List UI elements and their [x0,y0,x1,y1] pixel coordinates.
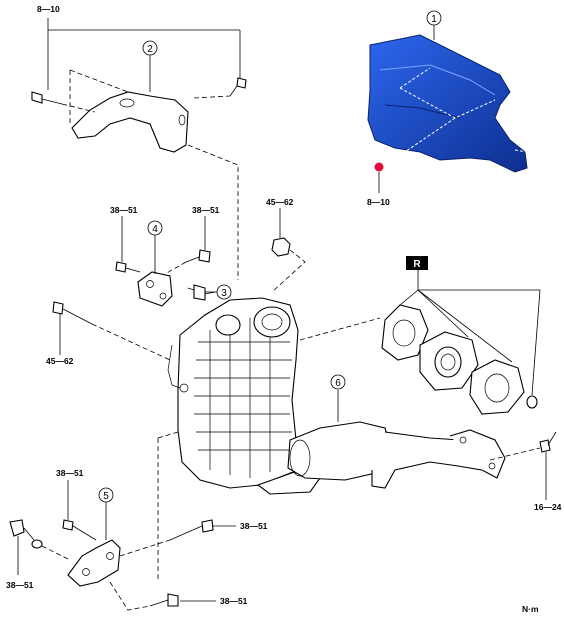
gasket-ring-icon [526,395,538,409]
svg-text:2: 2 [147,44,153,55]
svg-text:R: R [413,259,421,270]
heat-shield-bracket [71,91,189,153]
gasket-2 [419,331,479,391]
catalytic-converter [167,297,321,495]
torque-stud-right: 38—51 [192,205,220,215]
heat-shield-upper [367,34,528,173]
gasket-3 [469,359,525,415]
callout-4: 4 [147,220,163,274]
svg-text:4: 4 [152,224,158,235]
bottom-left-stud-icon [9,519,43,549]
bolt-left-icon [31,91,63,105]
stud-right-icon [185,249,211,263]
bracket-bolt-icon [62,519,97,541]
torque-long-bracket-bolt: 38—51 [240,521,268,531]
torque-stud-left: 38—51 [110,205,138,215]
torque-top-left: 8—10 [37,4,60,14]
torque-bottom-bolt: 38—51 [220,596,248,606]
torque-bracket-bolt: 38—51 [56,468,84,478]
torque-long-bolt: 45—62 [46,356,74,366]
svg-text:5: 5 [103,491,109,502]
o2-sensor-icon [187,284,206,301]
lower-bracket [67,539,121,587]
torque-bottom-left: 38—51 [6,580,34,590]
torque-nut: 45—62 [266,197,294,207]
gasket-1 [381,304,429,361]
long-bolt-icon [52,301,93,325]
long-bracket-bolt-icon [169,519,214,541]
stud-left-icon [115,261,141,273]
torque-shield-bolt: 8—10 [367,197,390,207]
svg-text:6: 6 [335,378,341,389]
front-exhaust-pipe [287,421,506,489]
callout-5: 5 [98,487,114,503]
manifold-bracket [137,271,173,307]
torque-pipe-stud: 16—24 [534,502,562,512]
unit-label: N·m [522,604,539,614]
callout-1: 1 [426,10,442,40]
callout-3: 3 [205,284,232,300]
callout-2: 2 [142,40,158,92]
callout-6: 6 [330,374,346,390]
bolt-right-icon [229,77,247,97]
bottom-bolt-icon [149,593,179,607]
replace-badge: R [406,256,428,270]
nut-icon [271,237,291,257]
shield-bolt-icon [374,162,384,172]
svg-text:1: 1 [431,14,437,25]
pipe-stud-icon [539,431,557,453]
svg-text:3: 3 [221,288,227,299]
